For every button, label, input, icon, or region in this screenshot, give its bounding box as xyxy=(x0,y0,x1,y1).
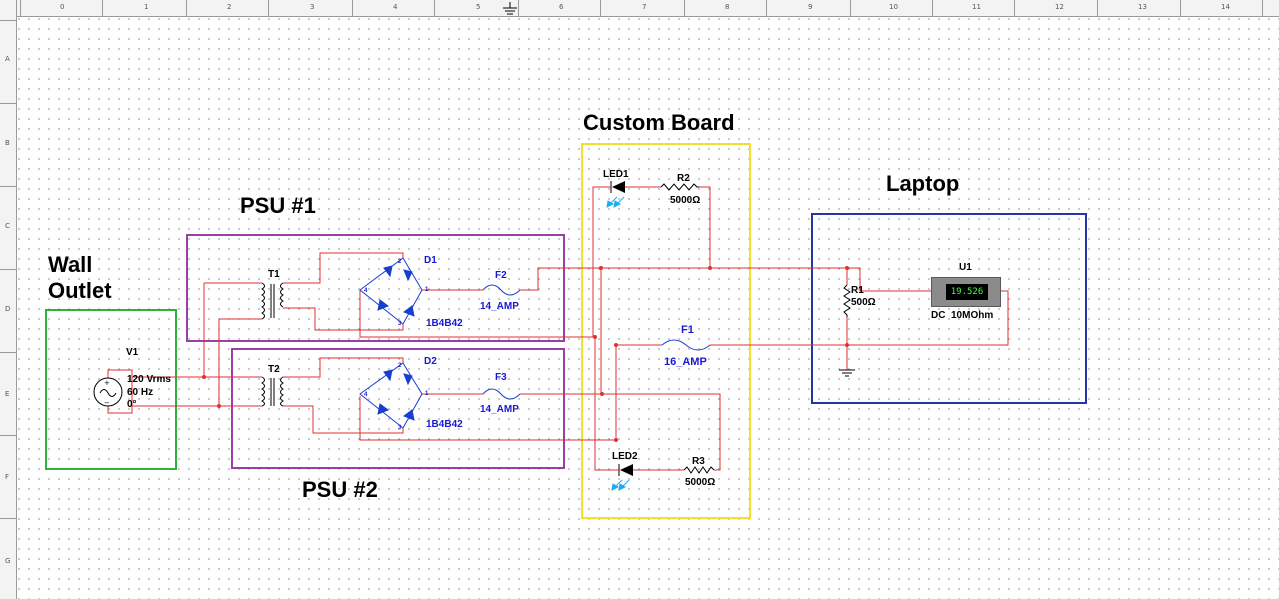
d2-part-label: 1B4B42 xyxy=(426,419,463,430)
u1-multimeter[interactable]: 19.526 xyxy=(931,277,1001,307)
led2-ref-label: LED2 xyxy=(612,451,638,462)
ruler-col-label: 5 xyxy=(476,3,481,11)
ruler-col-label: 7 xyxy=(642,3,647,11)
d1-pin-2: 2 xyxy=(398,259,402,265)
led1-symbol xyxy=(601,181,625,208)
svg-text:−: − xyxy=(104,399,110,407)
ruler-col-label: 14 xyxy=(1221,3,1230,11)
svg-text:+: + xyxy=(104,379,110,387)
f2-rating-label: 14_AMP xyxy=(480,301,519,312)
v1-ref-label: V1 xyxy=(126,347,139,358)
psu1-title: PSU #1 xyxy=(240,193,316,218)
psu2-title: PSU #2 xyxy=(302,477,378,502)
r3-value-label: 5000Ω xyxy=(685,477,716,488)
v1-voltage-label: 120 Vrms xyxy=(127,374,171,385)
top-ruler: 0 1 2 3 4 5 6 7 8 9 10 11 12 13 14 xyxy=(0,0,1279,17)
r1-value-label: 500Ω xyxy=(851,297,876,308)
ruler-col-label: 1 xyxy=(144,3,149,11)
v1-frequency-label: 60 Hz xyxy=(127,387,154,398)
ruler-row-label: G xyxy=(5,557,11,565)
wall-outlet-box[interactable] xyxy=(45,309,177,470)
psu1-box[interactable] xyxy=(186,234,565,342)
r1-ref-label: R1 xyxy=(851,285,864,296)
d2-pin-3: 3 xyxy=(398,425,402,431)
r3-resistor-symbol xyxy=(683,466,715,474)
ruler-ground-icon xyxy=(503,2,517,15)
d2-pin-4: 4 xyxy=(364,392,368,398)
f1-ref-label: F1 xyxy=(681,324,694,336)
ruler-col-label: 8 xyxy=(725,3,730,11)
laptop-title: Laptop xyxy=(886,171,960,196)
ruler-col-label: 11 xyxy=(972,3,981,11)
ground-icon xyxy=(839,369,855,377)
wall-outlet-title: Wall Outlet xyxy=(48,252,112,303)
ruler-row-label: B xyxy=(5,139,10,147)
r1-resistor-symbol xyxy=(843,284,851,317)
t2-ref-label: T2 xyxy=(268,364,280,375)
ruler-row-label: C xyxy=(5,222,10,230)
led1-ref-label: LED1 xyxy=(603,169,629,180)
v1-source-symbol: + − xyxy=(93,369,133,414)
f3-ref-label: F3 xyxy=(495,372,507,383)
d1-part-label: 1B4B42 xyxy=(426,318,463,329)
f3-fuse-symbol xyxy=(482,388,521,400)
d2-pin-2: 2 xyxy=(398,363,402,369)
custom-board-title: Custom Board xyxy=(583,110,735,135)
ruler-col-label: 6 xyxy=(559,3,564,11)
f1-rating-label: 16_AMP xyxy=(664,356,707,368)
left-ruler: A B C D E F G xyxy=(0,0,17,599)
t1-ref-label: T1 xyxy=(268,269,280,280)
ruler-col-label: 13 xyxy=(1138,3,1147,11)
ruler-row-label: D xyxy=(5,305,11,313)
u1-display-reading: 19.526 xyxy=(946,284,988,300)
d1-bridge-symbol xyxy=(359,257,423,325)
ruler-col-label: 4 xyxy=(393,3,398,11)
u1-ref-label: U1 xyxy=(959,262,972,273)
r2-value-label: 5000Ω xyxy=(670,195,701,206)
t2-transformer-symbol xyxy=(261,376,284,407)
f2-fuse-symbol xyxy=(482,284,521,296)
ruler-row-label: E xyxy=(5,390,10,398)
psu2-box[interactable] xyxy=(231,348,565,469)
ruler-col-label: 12 xyxy=(1055,3,1064,11)
ruler-row-label: F xyxy=(5,473,10,481)
d1-ref-label: D1 xyxy=(424,255,437,266)
r2-ref-label: R2 xyxy=(677,173,690,184)
d2-bridge-symbol xyxy=(359,362,423,429)
custom-board-box[interactable] xyxy=(581,143,751,519)
r2-resistor-symbol xyxy=(660,183,699,191)
ruler-col-label: 9 xyxy=(808,3,813,11)
d1-pin-1: 1 xyxy=(425,287,429,293)
ruler-col-label: 0 xyxy=(60,3,65,11)
laptop-box[interactable] xyxy=(811,213,1087,404)
f2-ref-label: F2 xyxy=(495,270,507,281)
led2-symbol xyxy=(601,464,633,491)
v1-phase-label: 0° xyxy=(127,399,137,410)
ruler-row-label: A xyxy=(5,55,10,63)
ruler-col-label: 2 xyxy=(227,3,232,11)
d2-ref-label: D2 xyxy=(424,356,437,367)
d1-pin-4: 4 xyxy=(364,288,368,294)
f3-rating-label: 14_AMP xyxy=(480,404,519,415)
u1-mode-label: DC 10MOhm xyxy=(931,310,994,321)
ruler-col-label: 3 xyxy=(310,3,315,11)
ruler-col-label: 10 xyxy=(889,3,898,11)
r3-ref-label: R3 xyxy=(692,456,705,467)
d1-pin-3: 3 xyxy=(398,321,402,327)
d2-pin-1: 1 xyxy=(425,391,429,397)
f1-fuse-symbol xyxy=(661,339,711,351)
t1-transformer-symbol xyxy=(261,282,284,320)
